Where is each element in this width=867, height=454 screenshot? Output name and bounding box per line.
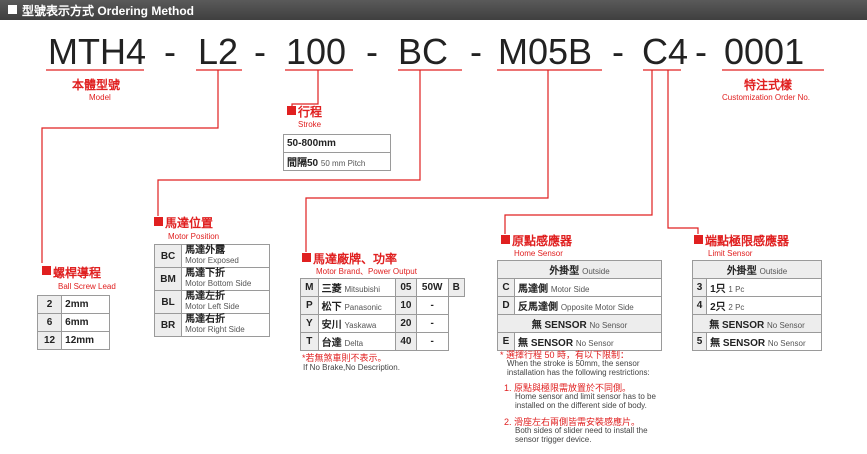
table-row: P 松下 Panasonic 10 - — [300, 296, 465, 315]
code-separator: - — [612, 31, 624, 72]
position-label-cn: 馬達位置 — [165, 216, 214, 230]
model-label-cn: 本體型號 — [72, 78, 121, 92]
code-m05b: M05B — [498, 31, 593, 72]
section-title: 型號表示方式 Ordering Method — [22, 4, 194, 18]
brand-label-en: Motor Brand、Power Output — [316, 267, 417, 276]
home-note-0-en1: When the stroke is 50mm, the sensor — [507, 359, 640, 368]
stroke-marker-icon — [287, 106, 296, 115]
home-note-1-en1: Home sensor and limit sensor has to be — [515, 392, 656, 401]
table-row: M 三菱 Mitsubishi 05 50W B — [300, 278, 466, 297]
home-label-en: Home Sensor — [514, 249, 563, 258]
stroke-label-en: Stroke — [298, 120, 322, 129]
code-100: 100 — [286, 31, 347, 72]
brand-note-en: If No Brake,No Description. — [303, 363, 400, 372]
stroke-range: 50-800mm — [283, 134, 391, 153]
brand-label-cn: 馬達廠牌、功率 — [313, 252, 398, 266]
stroke-label-cn: 行程 — [298, 105, 323, 119]
code-bc: BC — [398, 31, 449, 72]
code-mth4: MTH4 — [48, 31, 146, 72]
home-note-2-en1: Both sides of slider need to install the — [515, 426, 648, 435]
position-label-en: Motor Position — [168, 232, 220, 241]
code-separator: - — [254, 31, 266, 72]
home-note-1-en2: installed on the different side of body. — [515, 401, 647, 410]
custom-label-cn: 特注式樣 — [744, 78, 793, 92]
limit-label-cn: 端點極限感應器 — [705, 234, 790, 248]
limit-label-en: Limit Sensor — [708, 249, 753, 258]
lead-label-en: Ball Screw Lead — [58, 282, 116, 291]
home-note-0-en2: installation has the following restricti… — [507, 368, 650, 377]
model-label-en: Model — [89, 93, 111, 102]
home-note-2-en2: sensor trigger device. — [515, 435, 592, 444]
brand-table: M 三菱 Mitsubishi 05 50W B P 松下 Panasonic … — [300, 278, 466, 351]
table-row: Y 安川 Yaskawa 20 - — [300, 314, 465, 333]
code-separator: - — [366, 31, 378, 72]
code-separator: - — [164, 31, 176, 72]
position-marker-icon — [154, 217, 163, 226]
brand-marker-icon — [302, 253, 311, 262]
code-c4: C4 — [642, 31, 689, 72]
home-note-0-cn: * 選擇行程 50 時，有以下限制： — [500, 350, 630, 360]
lead-label-cn: 螺桿導程 — [53, 266, 102, 280]
custom-label-en: Customization Order No. — [722, 93, 811, 102]
code-separator: - — [695, 31, 707, 72]
brand-note-cn: *若無煞車則不表示。 — [302, 353, 387, 363]
code-0001: 0001 — [724, 31, 805, 72]
section-header — [0, 0, 867, 20]
stroke-pitch: 間隔50 50 mm Pitch — [283, 152, 391, 171]
code-separator: - — [470, 31, 482, 72]
home-note-2-cn: 2. 滑座左右兩側皆需安裝感應片。 — [504, 417, 641, 427]
header-square-icon — [8, 5, 17, 14]
code-l2: L2 — [198, 31, 239, 72]
table-row: T 台達 Delta 40 - — [300, 332, 465, 351]
lead-marker-icon — [42, 266, 51, 275]
home-label-cn: 原點感應器 — [512, 234, 573, 248]
home-marker-icon — [501, 235, 510, 244]
stroke-table: 50-800mm 間隔50 50 mm Pitch — [283, 134, 391, 171]
limit-marker-icon — [694, 235, 703, 244]
home-note-1-cn: 1. 原點與極限需放置於不同側。 — [504, 383, 632, 393]
